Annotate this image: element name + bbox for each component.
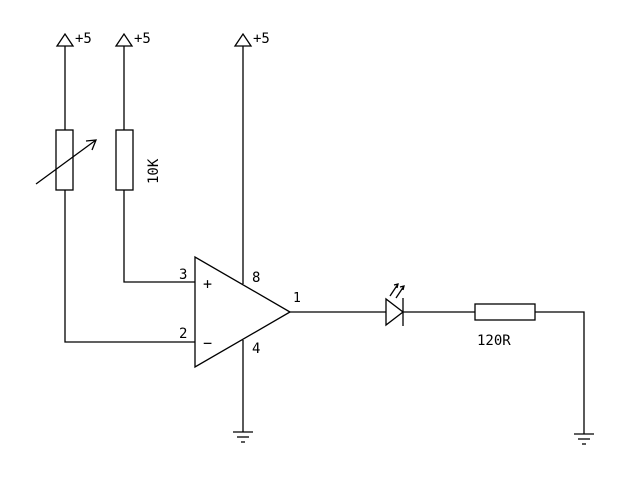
arrow-head-icon <box>393 283 399 289</box>
pin-8-label: 8 <box>252 270 260 286</box>
variable-resistor-branch <box>35 46 195 343</box>
fixed-resistor-branch: 10K <box>115 46 195 283</box>
load-resistor: 120R <box>474 303 585 434</box>
pin-3-label: 3 <box>179 267 187 283</box>
ground-opamp <box>233 431 253 443</box>
supply-left-label: +5 <box>75 31 92 47</box>
wire-to-noninverting-input <box>123 190 195 283</box>
supply-left: +5 <box>55 31 92 47</box>
ground-right <box>574 433 594 445</box>
supply-arrow-icon <box>233 32 253 47</box>
supply-arrow-icon <box>114 32 134 47</box>
fixed-resistor <box>115 129 134 191</box>
led-branch <box>290 283 475 327</box>
variable-resistor <box>55 129 74 191</box>
supply-arrow-icon <box>55 32 75 47</box>
inverting-sign: − <box>203 334 212 352</box>
wire-to-ground <box>535 311 585 434</box>
supply-middle-label: +5 <box>134 31 151 47</box>
variable-resistor-arrow-icon <box>35 139 97 185</box>
op-amp: + − 3 2 8 4 1 <box>179 46 301 432</box>
noninverting-sign: + <box>203 275 212 293</box>
led-light-arrow-icon <box>389 283 399 297</box>
arrow-head-icon <box>85 139 98 151</box>
supply-right-label: +5 <box>253 31 270 47</box>
fixed-resistor-label: 10K <box>146 158 162 184</box>
op-amp-triangle <box>194 255 292 369</box>
wire-to-inverting-input <box>64 190 195 343</box>
supply-right: +5 <box>233 31 270 47</box>
pin-2-label: 2 <box>179 326 187 342</box>
led-icon <box>385 297 405 327</box>
pin-1-label: 1 <box>293 291 301 306</box>
supply-middle: +5 <box>114 31 151 47</box>
pin-4-label: 4 <box>252 341 260 357</box>
arrow-head-icon <box>399 285 405 291</box>
load-resistor-label: 120R <box>477 333 511 349</box>
led-light-arrow-icon <box>395 285 405 299</box>
load-resistor-body <box>474 303 536 321</box>
